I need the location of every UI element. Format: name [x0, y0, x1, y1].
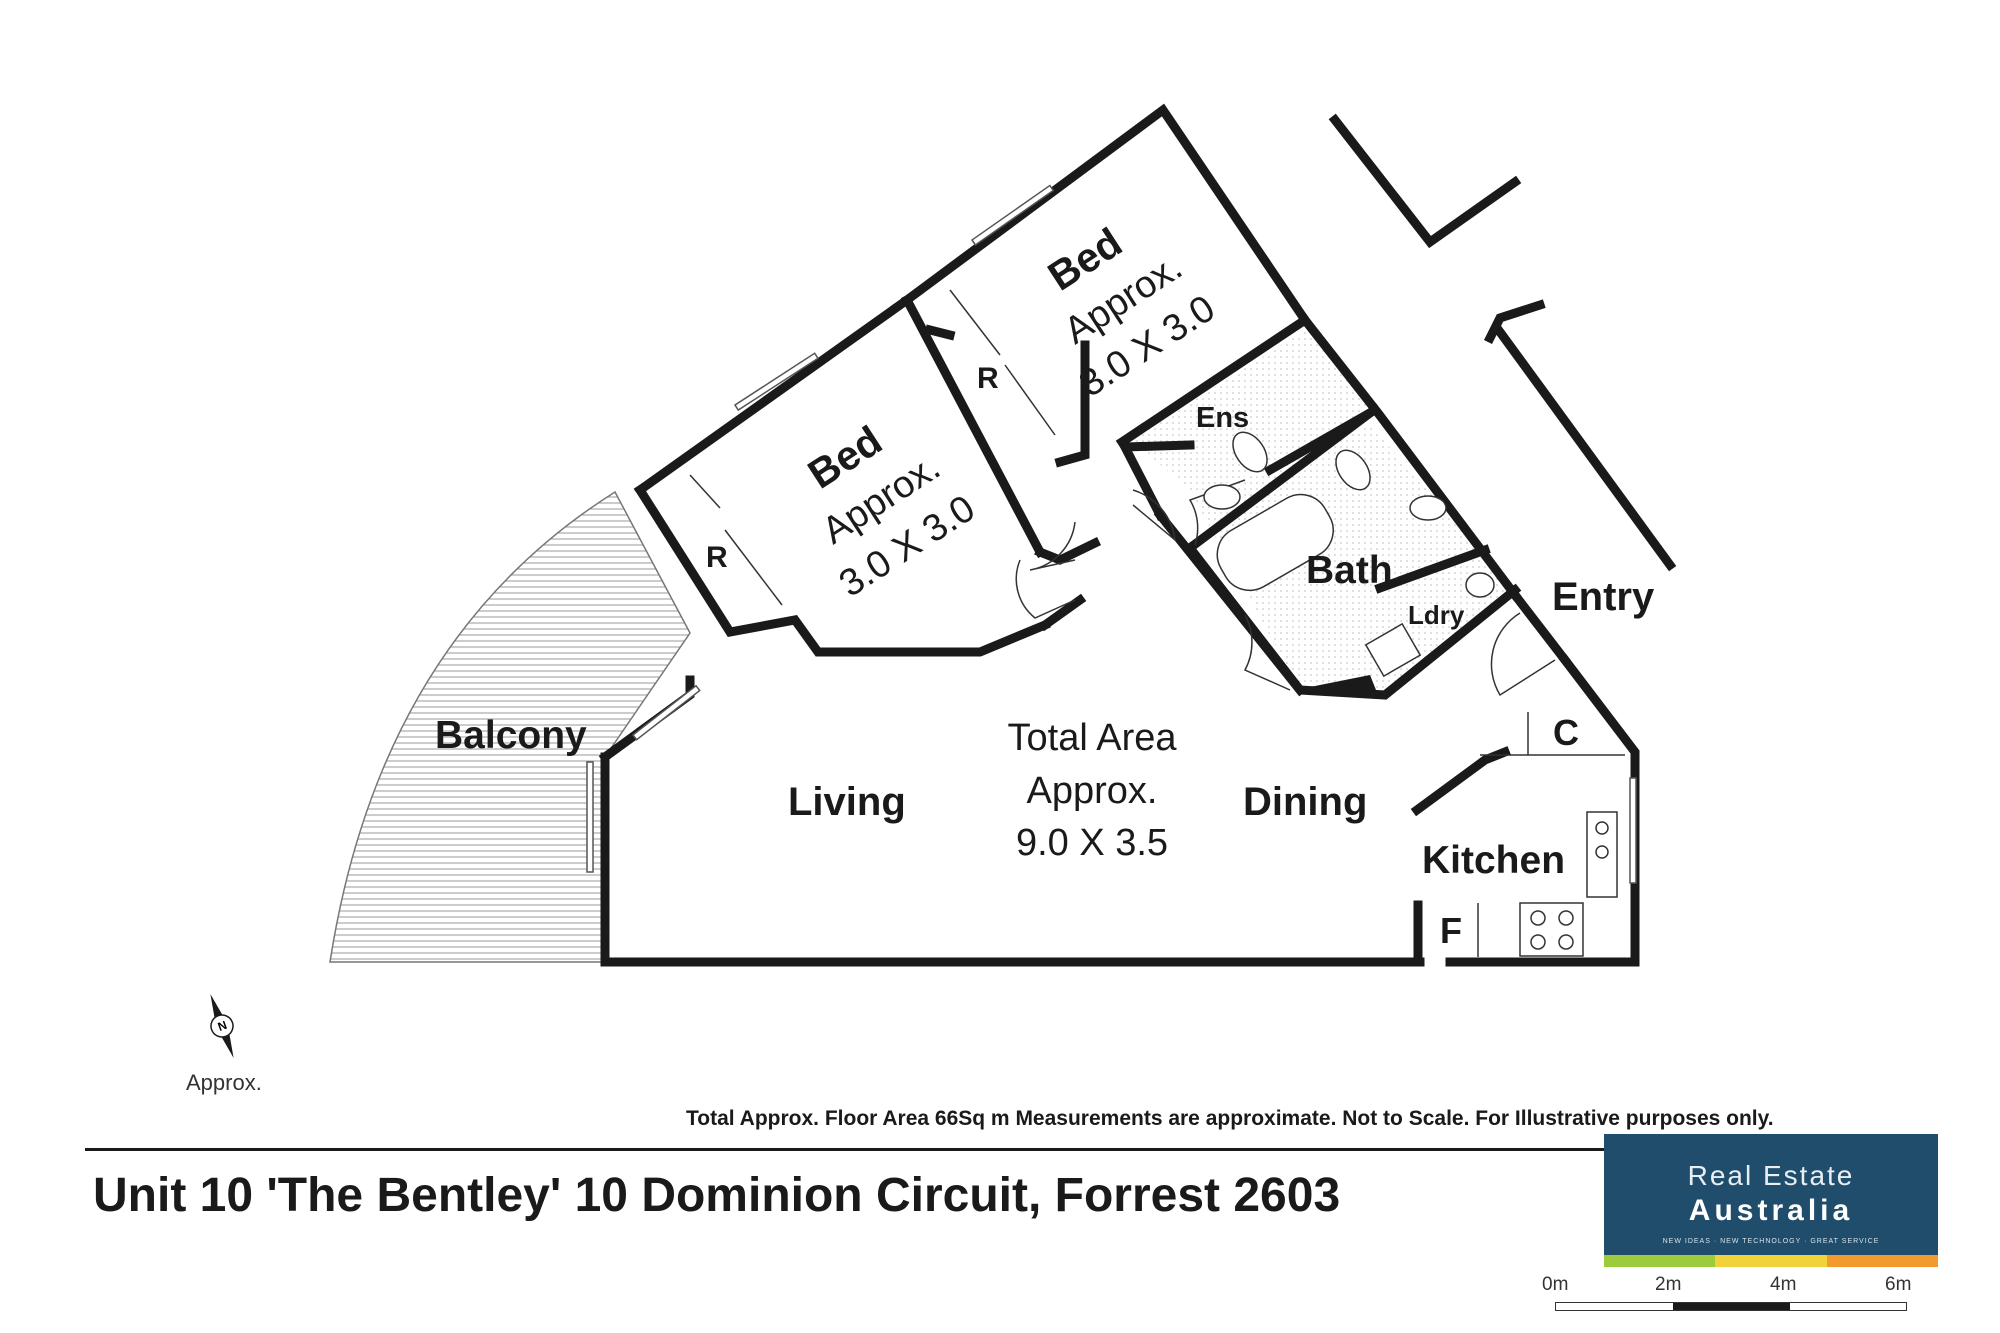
logo-line2: Australia: [1688, 1194, 1854, 1227]
scale-label-0: 0m: [1542, 1274, 1569, 1295]
footer-divider: [85, 1148, 1885, 1151]
ensuite-label: Ens: [1196, 402, 1249, 434]
total-area-line1: Total Area: [1008, 717, 1178, 759]
logo-line1: Real Estate: [1687, 1160, 1855, 1191]
total-area-line3: 9.0 X 3.5: [1016, 822, 1168, 864]
scale-bar-segment: [1673, 1303, 1790, 1310]
bath-floor: [1195, 425, 1515, 695]
windows: [586, 184, 1637, 884]
fridge-label: F: [1440, 910, 1462, 951]
north-compass-icon: N: [210, 994, 234, 1058]
entry-label: Entry: [1552, 575, 1655, 619]
robe1-label: R: [706, 541, 728, 574]
total-area-line2: Approx.: [1027, 770, 1158, 812]
kitchen-fixtures: [1477, 712, 1625, 957]
scale-bar-track: [1555, 1302, 1907, 1311]
balcony-label: Balcony: [435, 714, 587, 757]
logo-color-stripe: [1604, 1255, 1938, 1267]
kitchen-label: Kitchen: [1422, 839, 1565, 882]
scale-bar: 0m 2m 4m 6m: [1540, 1274, 1920, 1314]
robe2-label: R: [977, 362, 999, 395]
scale-label-2: 2m: [1655, 1274, 1682, 1295]
logo-stripe-orange: [1826, 1255, 1938, 1267]
property-address: Unit 10 'The Bentley' 10 Dominion Circui…: [93, 1169, 1341, 1222]
cupboard-label: C: [1553, 712, 1579, 753]
compass-label: Approx.: [186, 1070, 262, 1095]
logo-tagline: NEW IDEAS · NEW TECHNOLOGY · GREAT SERVI…: [1662, 1238, 1880, 1245]
living-label: Living: [788, 780, 906, 824]
dining-label: Dining: [1243, 780, 1367, 824]
bath-label: Bath: [1306, 549, 1393, 592]
scale-label-4: 4m: [1770, 1274, 1797, 1295]
logo-stripe-yellow: [1715, 1255, 1827, 1267]
balcony-deck: [329, 490, 691, 963]
scale-label-6: 6m: [1885, 1274, 1912, 1295]
logo-stripe-green: [1604, 1255, 1716, 1267]
robe-markers: [689, 289, 1056, 606]
ensuite-floor: [1132, 330, 1375, 495]
bathroom-fixtures: [1203, 431, 1495, 695]
laundry-label: Ldry: [1408, 600, 1465, 630]
doors: [1015, 479, 1556, 697]
disclaimer-text: Total Approx. Floor Area 66Sq m Measurem…: [686, 1107, 1774, 1130]
agency-logo: Real Estate Australia NEW IDEAS · NEW TE…: [1604, 1134, 1938, 1267]
